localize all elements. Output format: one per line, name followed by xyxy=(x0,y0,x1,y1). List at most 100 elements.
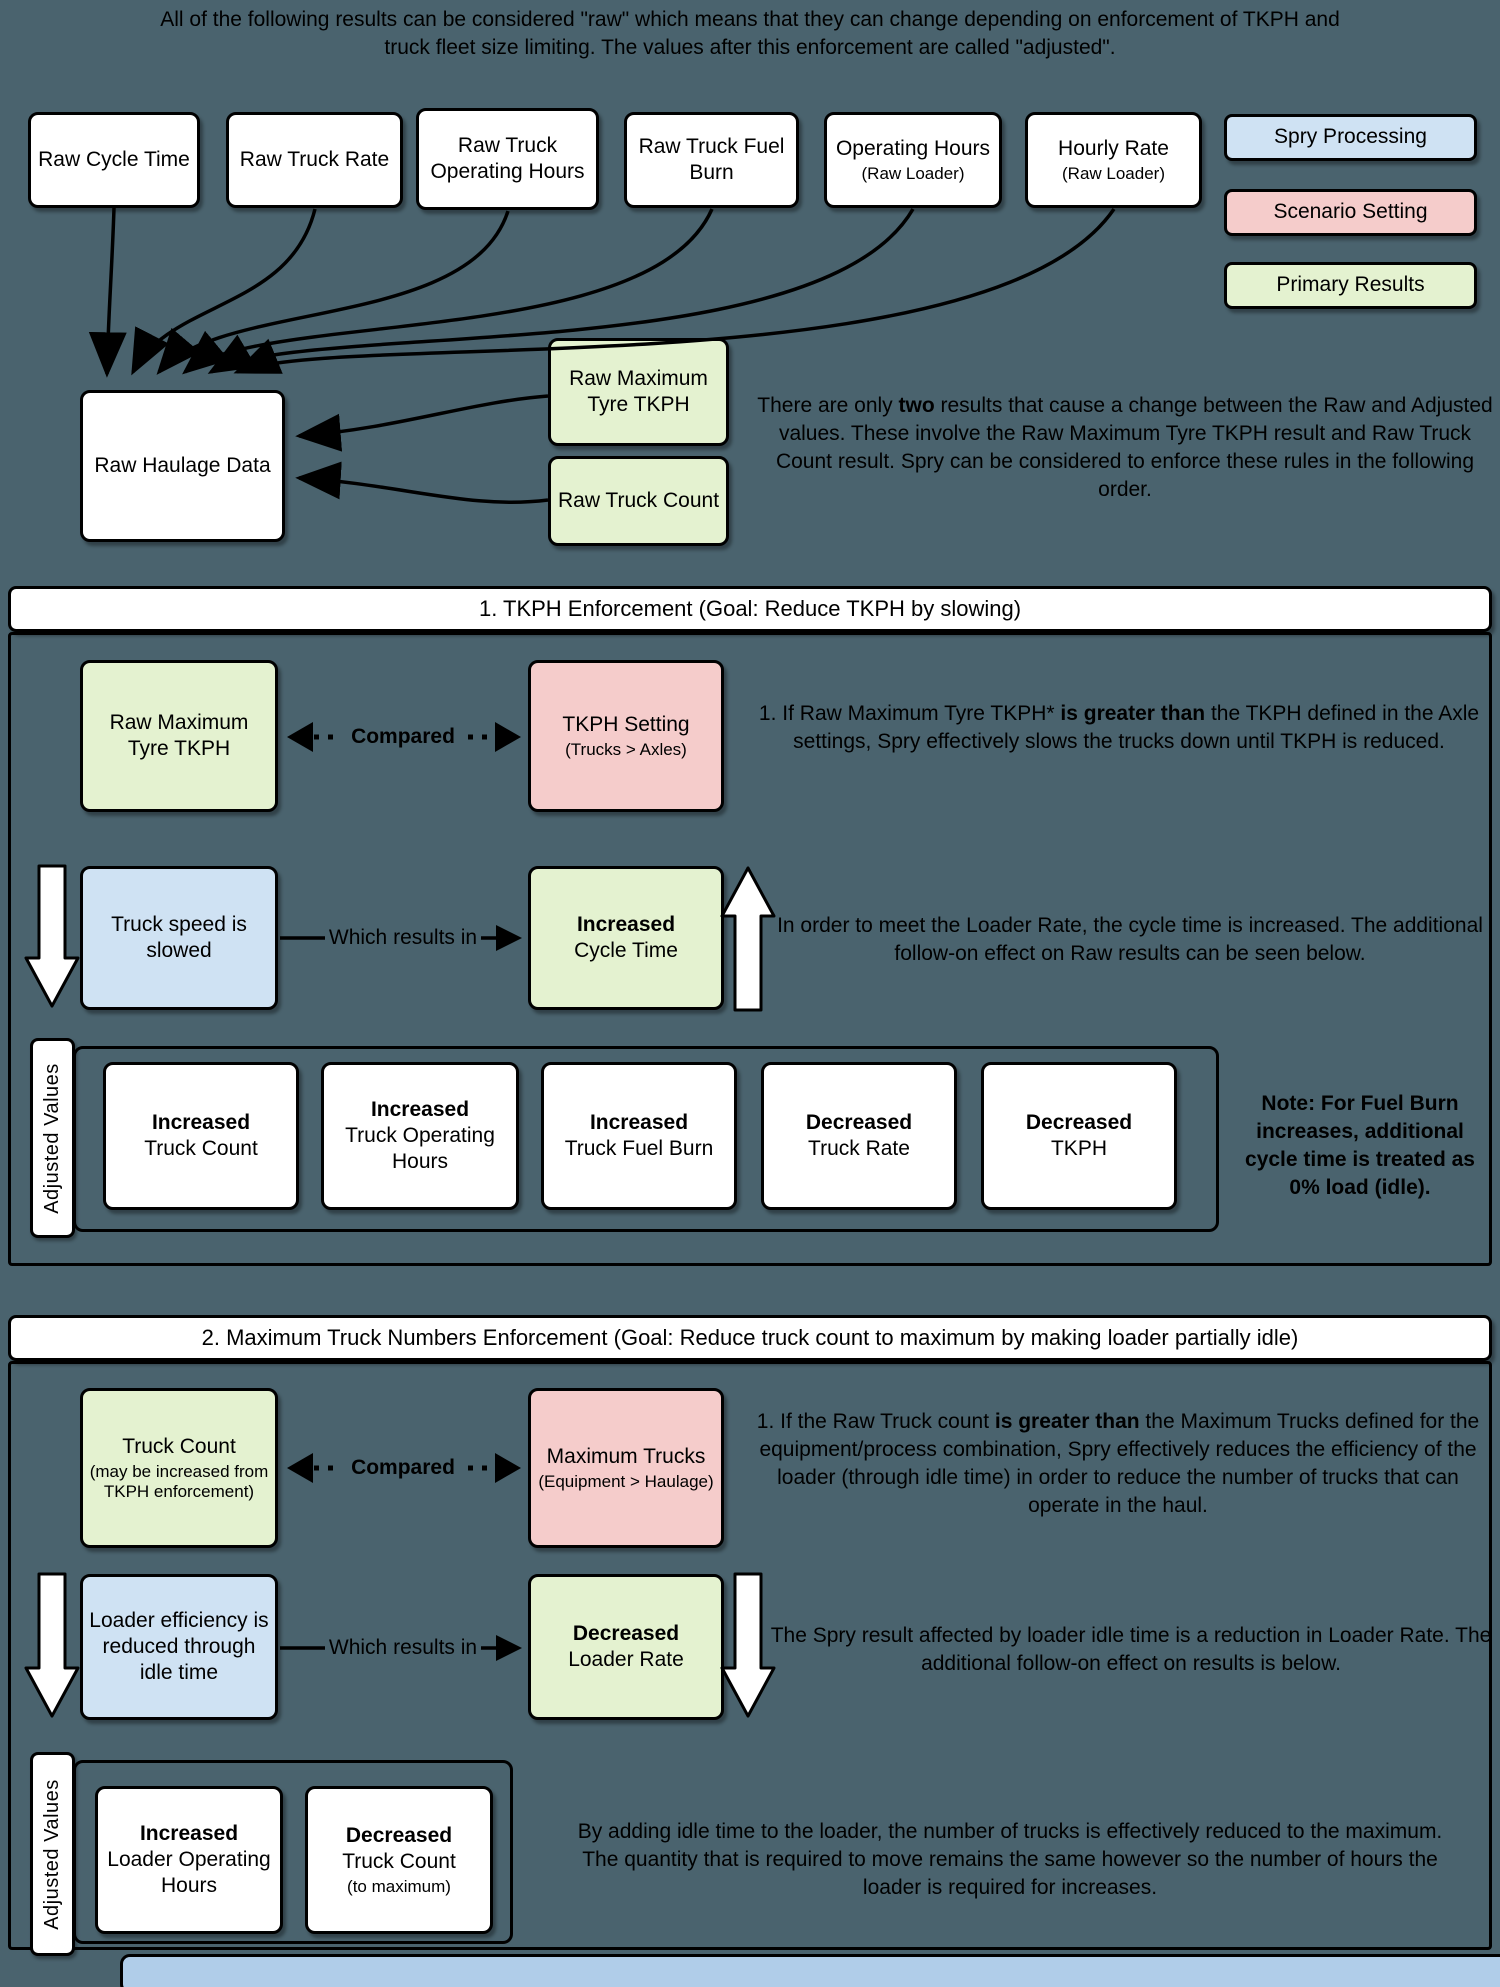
box-title: Loader Operating Hours xyxy=(107,1847,271,1898)
adjusted-values-label: Adjusted Values xyxy=(41,1062,63,1214)
section2-body xyxy=(8,1361,1492,1950)
box-raw-maximum-tyre-tkph: Raw Maximum Tyre TKPH xyxy=(548,338,729,446)
box-title-bold: Decreased xyxy=(1025,1110,1133,1134)
box-subtitle: (Raw Loader) xyxy=(1062,163,1165,183)
box-title: TKPH Setting xyxy=(562,712,690,736)
box-title: Maximum Trucks xyxy=(546,1444,706,1468)
text-bold: is greater than xyxy=(994,1410,1140,1433)
box-title: Cycle Time xyxy=(574,939,678,962)
box-title: Raw Maximum Tyre TKPH xyxy=(569,366,708,416)
legend-label: Spry Processing xyxy=(1274,125,1427,149)
compared-label-s1: Compared xyxy=(338,722,468,752)
box-raw-truck-count: Raw Truck Count xyxy=(548,456,729,546)
arrow-cycle-time-to-haulage xyxy=(88,207,127,378)
box-s2-decreased-loader-rate: Decreased Loader Rate xyxy=(528,1574,724,1720)
section2-title: 2. Maximum Truck Numbers Enforcement (Go… xyxy=(201,1325,1299,1350)
arrow-max-tyre-tkph-to-haulage xyxy=(295,394,549,452)
box-title: Truck Operating Hours xyxy=(345,1123,495,1174)
text-post: the Maximum Trucks defined for the equip… xyxy=(759,1410,1480,1518)
box-title: Operating Hours xyxy=(835,136,991,160)
intro-text: All of the following results can be cons… xyxy=(160,8,1340,60)
section2-header: 2. Maximum Truck Numbers Enforcement (Go… xyxy=(8,1315,1492,1361)
box-s2-maximum-trucks: Maximum Trucks (Equipment > Haulage) xyxy=(528,1388,724,1548)
s1-effect-text: In order to meet the Loader Rate, the cy… xyxy=(777,914,1483,966)
box-adj-increased-truck-fuel-burn: Increased Truck Fuel Burn xyxy=(541,1062,737,1210)
box-title: Raw Truck Rate xyxy=(239,147,390,171)
results-label-s2: Which results in xyxy=(325,1633,481,1663)
section1-title: 1. TKPH Enforcement (Goal: Reduce TKPH b… xyxy=(478,596,1022,621)
box-s1-truck-speed-slowed: Truck speed is slowed xyxy=(80,866,278,1010)
box-title: Raw Haulage Data xyxy=(94,453,271,477)
compared-label-s2: Compared xyxy=(338,1453,468,1483)
box-title-bold: Increased xyxy=(589,1110,689,1134)
section1-header: 1. TKPH Enforcement (Goal: Reduce TKPH b… xyxy=(8,586,1492,632)
box-title: Raw Truck Count xyxy=(557,488,720,512)
box-title-bold: Increased xyxy=(151,1110,251,1134)
text-bold: two xyxy=(898,394,935,417)
text-pre: There are only xyxy=(757,394,899,417)
text-pre: 1. If the Raw Truck count xyxy=(756,1410,995,1433)
box-title: Truck Fuel Burn xyxy=(564,1137,714,1160)
legend-primary-results: Primary Results xyxy=(1224,262,1477,309)
box-raw-cycle-time: Raw Cycle Time xyxy=(28,112,200,208)
box-s2-truck-count: Truck Count (may be increased from TKPH … xyxy=(80,1388,278,1548)
box-adj-increased-truck-operating-hours: Increased Truck Operating Hours xyxy=(321,1062,519,1210)
arrow-truck-count-to-haulage xyxy=(295,461,549,504)
box-adj-decreased-truck-rate: Decreased Truck Rate xyxy=(761,1062,957,1210)
box-subtitle: (Raw Loader) xyxy=(861,163,965,183)
box-title: Raw Maximum Tyre TKPH xyxy=(109,710,249,760)
box-title: Raw Truck Operating Hours xyxy=(430,133,585,183)
text-post: the TKPH defined in the Axle settings, S… xyxy=(793,702,1480,754)
box-raw-haulage-data: Raw Haulage Data xyxy=(80,390,285,542)
text-pre: 1. If Raw Maximum Tyre TKPH* xyxy=(758,702,1061,725)
text-post: results that cause a change between the … xyxy=(775,394,1493,502)
box-title-bold: Increased xyxy=(139,1821,239,1845)
adjusted-values-label: Adjusted Values xyxy=(41,1778,63,1930)
box-s1-increased-cycle-time: Increased Cycle Time xyxy=(528,866,724,1010)
box-adj-decreased-tkph: Decreased TKPH xyxy=(981,1062,1177,1210)
box-hourly-rate-raw-loader: Hourly Rate (Raw Loader) xyxy=(1025,112,1202,208)
box-adj-decreased-truck-count: Decreased Truck Count (to maximum) xyxy=(305,1786,493,1934)
arrow-truck-rate-to-haulage xyxy=(131,208,317,376)
box-subtitle: (Trucks > Axles) xyxy=(565,739,687,759)
s1-rule-text: 1. If Raw Maximum Tyre TKPH* is greater … xyxy=(745,700,1493,756)
text-bold: is greater than xyxy=(1060,702,1206,725)
box-title-bold: Increased xyxy=(576,912,676,936)
box-subtitle: (may be increased from TKPH enforcement) xyxy=(89,1461,269,1502)
legend-scenario-setting: Scenario Setting xyxy=(1224,189,1477,236)
box-title: Hourly Rate xyxy=(1058,136,1169,160)
intro-right-text: There are only two results that cause a … xyxy=(755,392,1495,505)
box-title-bold: Increased xyxy=(370,1097,470,1121)
box-adj-increased-truck-count: Increased Truck Count xyxy=(103,1062,299,1210)
box-title: Raw Truck Fuel Burn xyxy=(638,134,785,184)
box-title: Truck Rate xyxy=(808,1137,910,1160)
box-title: Raw Cycle Time xyxy=(38,147,190,171)
box-raw-truck-fuel-burn: Raw Truck Fuel Burn xyxy=(624,112,799,208)
box-raw-truck-operating-hours: Raw Truck Operating Hours xyxy=(416,108,599,210)
box-title: Loader Rate xyxy=(568,1648,684,1671)
s2-effect-text: The Spry result affected by loader idle … xyxy=(770,1624,1492,1676)
box-s2-loader-efficiency: Loader efficiency is reduced through idl… xyxy=(80,1574,278,1720)
section1-body xyxy=(8,632,1492,1266)
box-title: Truck speed is slowed xyxy=(111,912,247,962)
box-title: Truck Count xyxy=(122,1434,236,1458)
legend-spry-processing: Spry Processing xyxy=(1224,114,1477,161)
box-title-bold: Decreased xyxy=(572,1621,680,1645)
box-title-bold: Decreased xyxy=(805,1110,913,1134)
box-adj-increased-loader-operating-hours: Increased Loader Operating Hours xyxy=(95,1786,283,1934)
box-operating-hours-raw-loader: Operating Hours (Raw Loader) xyxy=(824,112,1002,208)
results-label-s1: Which results in xyxy=(325,923,481,953)
box-s1-raw-maximum-tyre-tkph: Raw Maximum Tyre TKPH xyxy=(80,660,278,812)
box-title: TKPH xyxy=(1050,1137,1107,1160)
box-subtitle: (to maximum) xyxy=(347,1876,451,1896)
box-title: Truck Count xyxy=(342,1849,456,1873)
s2-rule-text: 1. If the Raw Truck count is greater tha… xyxy=(742,1408,1494,1521)
s2-adjusted-tab: Adjusted Values xyxy=(30,1752,75,1956)
s2-bottom-text: By adding idle time to the loader, the n… xyxy=(577,1820,1443,1900)
bottom-cutoff-bar xyxy=(120,1954,1500,1987)
s1-adjusted-tab: Adjusted Values xyxy=(30,1038,75,1238)
box-title: Loader efficiency is reduced through idl… xyxy=(89,1608,269,1685)
box-raw-truck-rate: Raw Truck Rate xyxy=(226,112,403,208)
box-title: Truck Count xyxy=(144,1137,258,1160)
legend-label: Primary Results xyxy=(1276,273,1425,297)
